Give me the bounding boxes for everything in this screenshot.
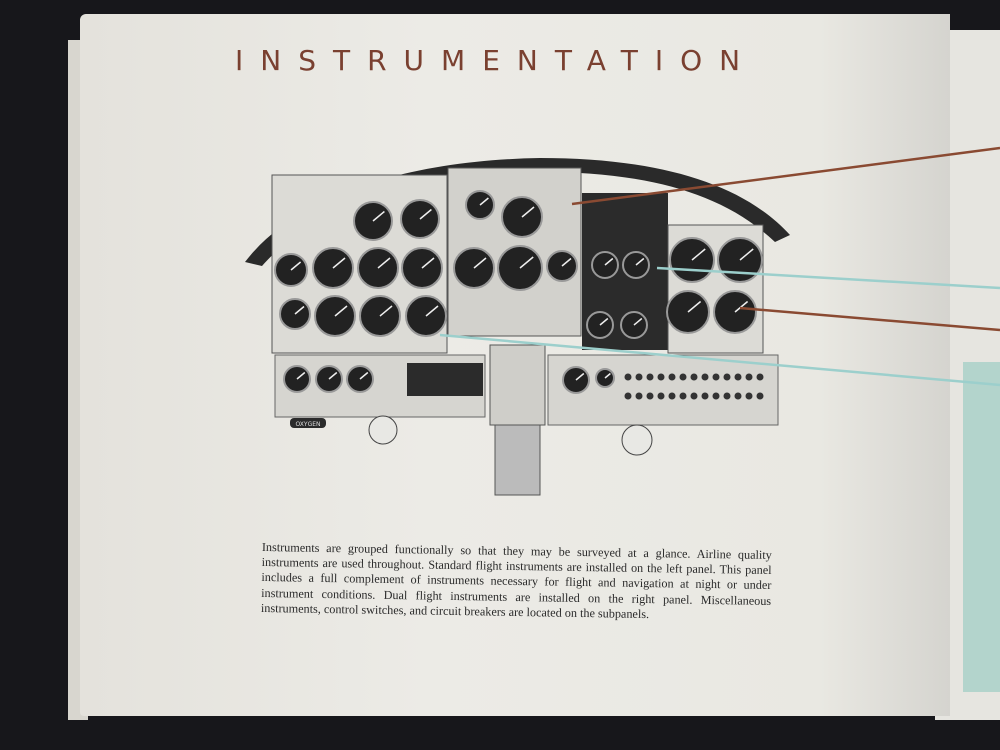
switch-panel xyxy=(407,363,483,396)
gauge-needle xyxy=(290,261,302,271)
gauge-needle xyxy=(479,197,489,206)
gauge-needle xyxy=(575,372,585,381)
circuit-breaker xyxy=(756,373,764,381)
gauge-needle xyxy=(691,248,706,261)
gauge-needle xyxy=(294,305,305,315)
gauge-needle xyxy=(604,257,614,266)
right-page-teal-block xyxy=(963,362,1000,692)
gauge-needle xyxy=(734,300,749,313)
gauge-needle xyxy=(359,371,369,380)
throttle-quadrant xyxy=(489,344,546,426)
circuit-breaker xyxy=(624,392,632,400)
circuit-breaker xyxy=(701,373,709,381)
circuit-breaker xyxy=(745,373,753,381)
gauge-needle xyxy=(521,206,535,218)
pedestal xyxy=(494,424,541,496)
circuit-breaker xyxy=(657,373,665,381)
oxygen-label: OXYGEN xyxy=(295,421,320,428)
gauge-needle xyxy=(328,371,338,380)
circuit-breaker xyxy=(624,373,632,381)
gauge-needle xyxy=(604,372,611,379)
circuit-breaker xyxy=(712,373,720,381)
page-title: INSTRUMENTATION xyxy=(235,44,758,77)
circuit-breaker xyxy=(712,392,720,400)
circuit-breaker xyxy=(679,392,687,400)
gauge-needle xyxy=(519,256,534,269)
circuit-breaker xyxy=(646,392,654,400)
gauge-needle xyxy=(599,317,609,326)
right-knob xyxy=(621,424,653,456)
callout-line-teal-lower xyxy=(439,333,1000,387)
gauges xyxy=(274,190,763,394)
circuit-breaker xyxy=(635,392,643,400)
circuit-breaker xyxy=(646,373,654,381)
circuit-breaker xyxy=(723,392,731,400)
circuit-breaker xyxy=(679,373,687,381)
circuit-breaker xyxy=(690,373,698,381)
gauge-needle xyxy=(633,317,643,326)
gauge-needle xyxy=(635,257,645,266)
gauge-needle xyxy=(739,248,754,261)
gauge-needle xyxy=(425,305,439,317)
gauge-needle xyxy=(419,208,432,220)
circuit-breaker xyxy=(756,392,764,400)
circuit-breaker xyxy=(701,392,709,400)
gauge-needle xyxy=(377,257,391,269)
gauge-needle xyxy=(372,210,385,222)
circuit-breaker xyxy=(657,392,665,400)
gauge-needle xyxy=(561,257,572,267)
gauge-needle xyxy=(296,371,306,380)
circuit-breaker xyxy=(723,373,731,381)
callout-lines xyxy=(439,146,1000,387)
circuit-breaker xyxy=(734,373,742,381)
circuit-breaker xyxy=(690,392,698,400)
gauge-needle xyxy=(421,257,435,269)
callout-line-teal-upper xyxy=(656,266,1000,290)
callout-line-brown-top xyxy=(571,146,1000,206)
oxygen-label-plate xyxy=(290,418,326,428)
gauge-needle xyxy=(334,305,348,317)
circuit-breaker xyxy=(745,392,753,400)
circuit-breaker xyxy=(668,373,676,381)
left-knob xyxy=(368,415,398,445)
circuit-breaker xyxy=(734,392,742,400)
body-paragraph: Instruments are grouped functionally so … xyxy=(260,540,772,621)
right-subpanel xyxy=(547,354,779,426)
circuit-breakers xyxy=(624,373,764,400)
circuit-breaker xyxy=(668,392,676,400)
gauge-needle xyxy=(687,300,702,313)
gauge-needle xyxy=(473,257,487,269)
gauge-needle xyxy=(379,305,393,317)
gauge-needle xyxy=(332,257,346,269)
callout-line-brown-lower xyxy=(739,306,1000,332)
circuit-breaker xyxy=(635,373,643,381)
